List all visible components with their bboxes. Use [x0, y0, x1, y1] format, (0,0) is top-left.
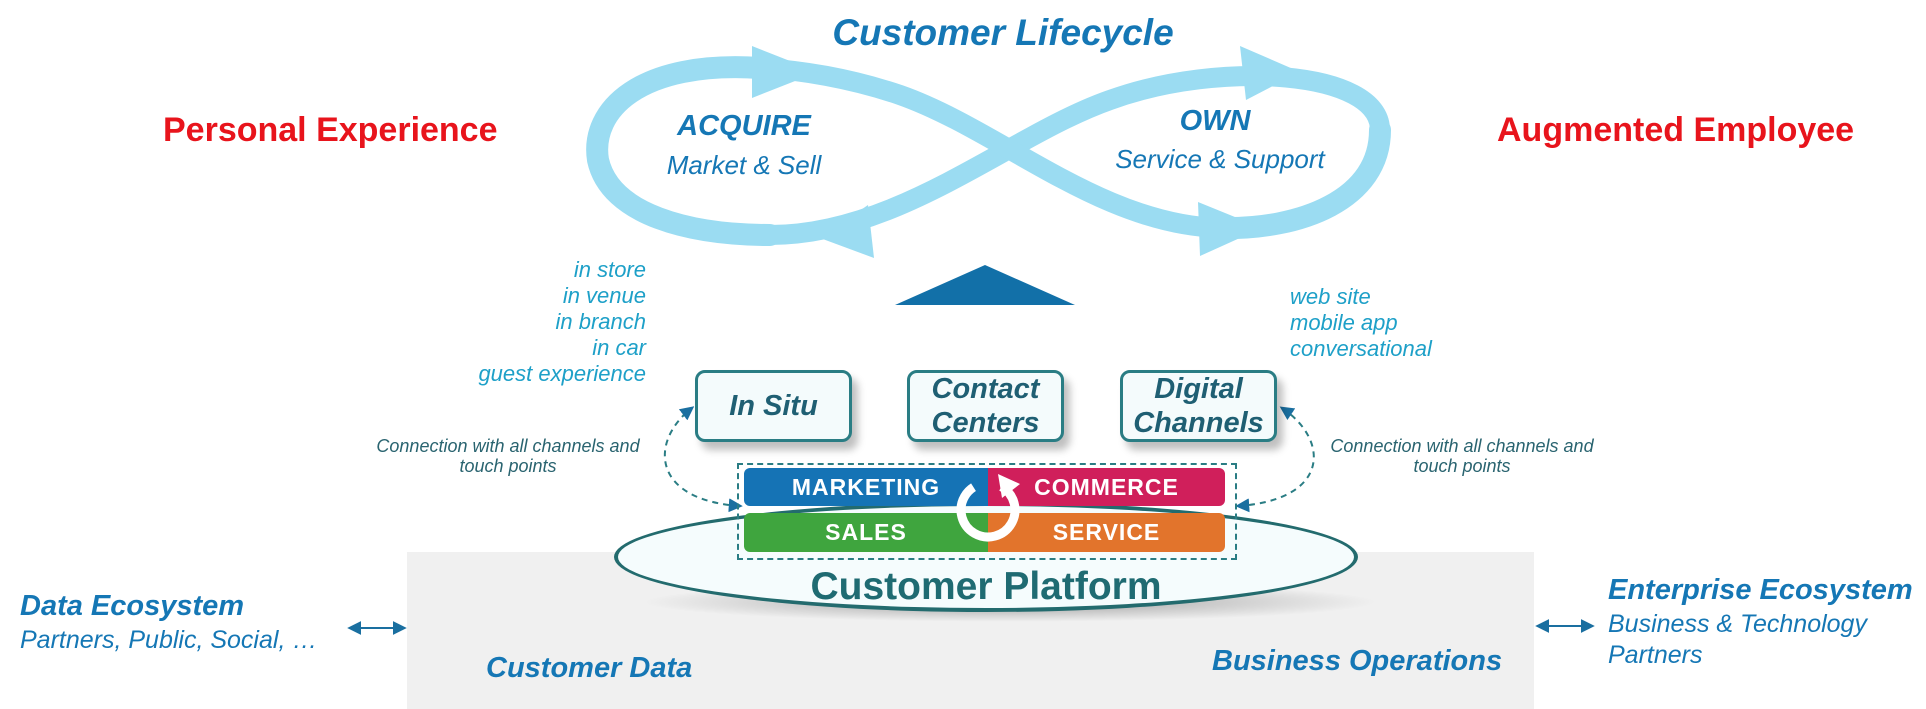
connection-note-line: touch points: [1413, 456, 1511, 476]
personal-experience-heading: Personal Experience: [163, 111, 498, 149]
own-label: OWN: [1179, 105, 1251, 137]
box-label-line: Centers: [931, 407, 1040, 439]
channel-item: conversational: [1290, 336, 1432, 361]
connection-note-line: Connection with all channels and: [1330, 436, 1594, 456]
data-ecosystem-title: Data Ecosystem: [20, 590, 245, 622]
data-ecosystem-subtitle: Partners, Public, Social, …: [20, 626, 318, 654]
contact-centers-box: Contact Centers: [907, 370, 1064, 442]
up-triangle-icon: [895, 265, 1075, 305]
in-situ-channel-list: in store in venue in branch in car guest…: [478, 257, 646, 387]
connection-note-line: Connection with all channels and: [376, 436, 640, 456]
box-label: In Situ: [729, 390, 818, 422]
in-situ-box: In Situ: [695, 370, 852, 442]
customer-data-label: Customer Data: [486, 652, 693, 684]
service-module: SERVICE: [988, 513, 1225, 552]
channel-item: in store: [573, 257, 646, 282]
enterprise-ecosystem-subtitle: Business & Technology Partners: [1608, 609, 1867, 671]
channel-item: guest experience: [478, 361, 646, 386]
channel-item: in venue: [562, 283, 646, 308]
connection-note-left: Connection with all channels and touch p…: [358, 436, 658, 476]
connection-note-right: Connection with all channels and touch p…: [1312, 436, 1612, 476]
marketing-module: MARKETING: [744, 468, 988, 506]
refresh-cycle-icon: [956, 474, 1020, 542]
enterprise-subtitle-line: Business & Technology: [1608, 610, 1867, 638]
box-label-line: Digital: [1154, 373, 1243, 405]
lifecycle-title: Customer Lifecycle: [832, 12, 1174, 53]
box-label-line: Contact: [931, 373, 1040, 405]
channel-item: mobile app: [1290, 310, 1398, 335]
digital-channels-box: Digital Channels: [1120, 370, 1277, 442]
channel-item: in car: [592, 335, 646, 360]
customer-platform-label: Customer Platform: [810, 565, 1162, 608]
own-subtitle: Service & Support: [1115, 144, 1325, 174]
channel-item: in branch: [555, 309, 646, 334]
enterprise-ecosystem-title: Enterprise Ecosystem: [1608, 574, 1913, 606]
modules-frame: [737, 463, 1237, 560]
augmented-employee-heading: Augmented Employee: [1497, 111, 1855, 149]
acquire-label: ACQUIRE: [677, 110, 811, 142]
digital-channel-list: web site mobile app conversational: [1290, 284, 1432, 362]
acquire-subtitle: Market & Sell: [666, 150, 822, 180]
business-operations-label: Business Operations: [1212, 645, 1503, 677]
connection-note-line: touch points: [459, 456, 557, 476]
enterprise-subtitle-line: Partners: [1608, 641, 1703, 669]
sales-module: SALES: [744, 513, 988, 552]
commerce-module: COMMERCE: [988, 468, 1225, 506]
box-label-line: Channels: [1133, 407, 1264, 439]
channel-item: web site: [1290, 284, 1371, 309]
